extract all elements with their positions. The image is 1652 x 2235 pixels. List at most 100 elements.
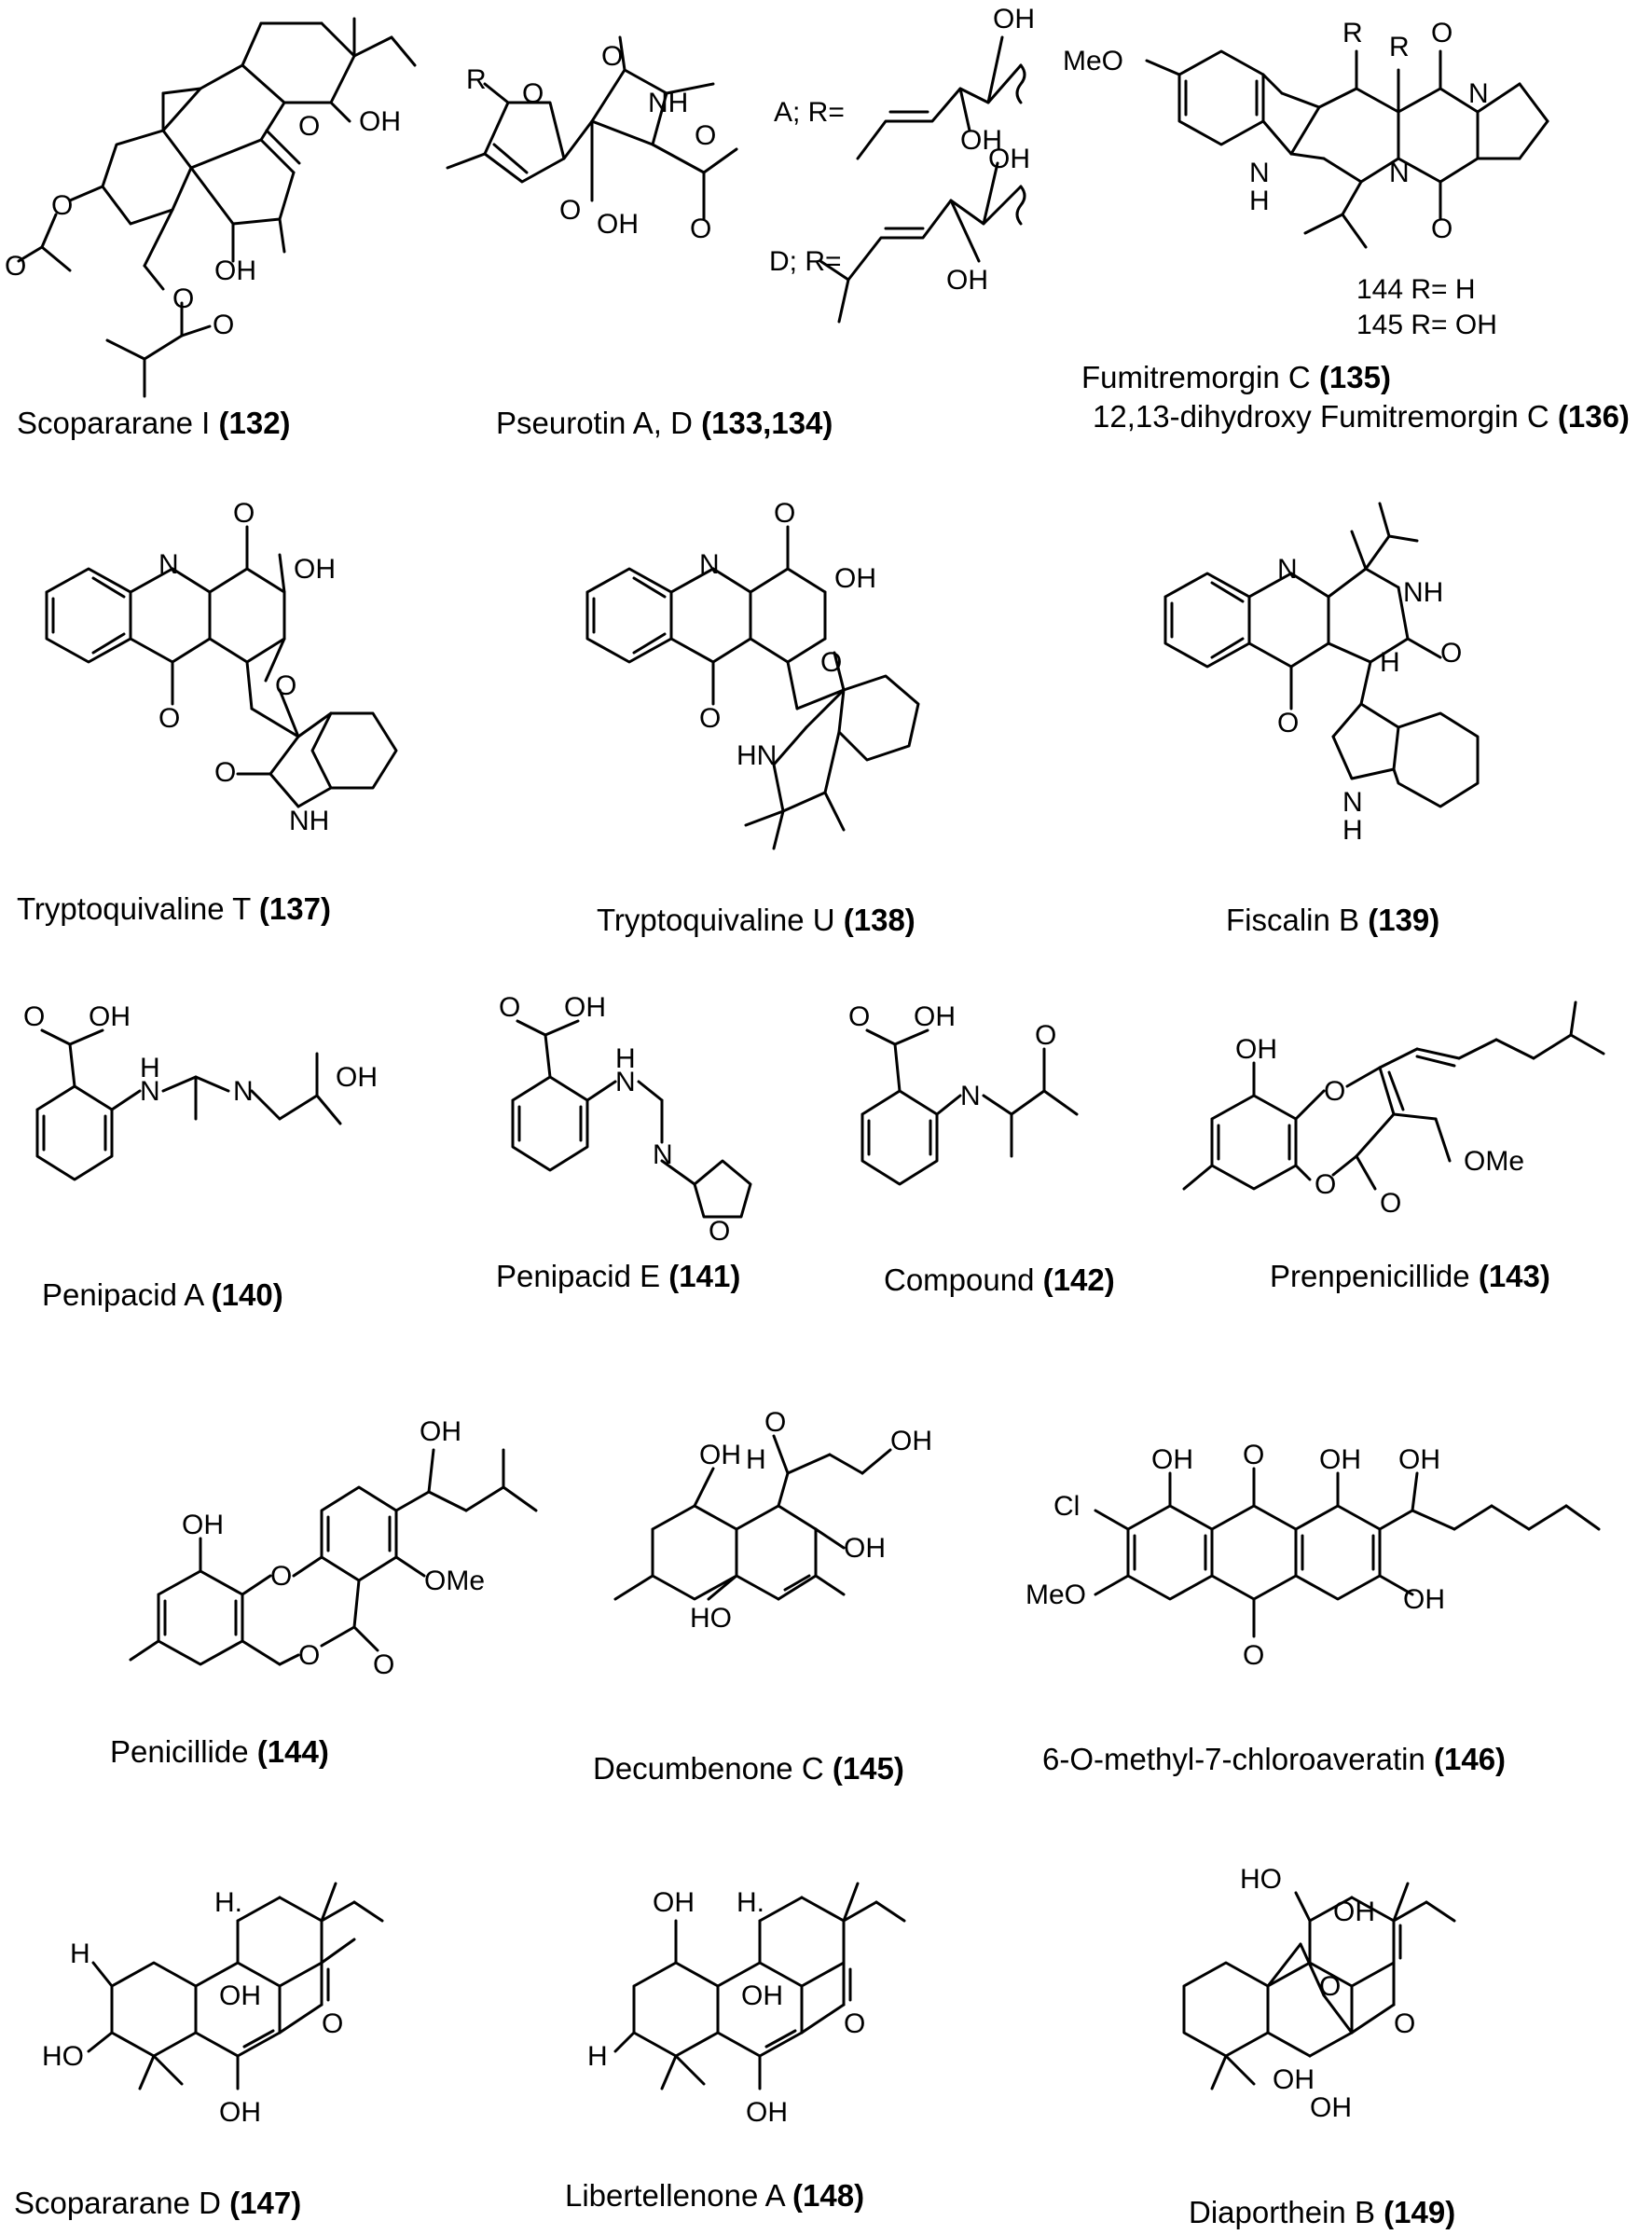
structure-148: OH H. OH H OH O: [587, 1882, 906, 2128]
svg-text:MeO: MeO: [1026, 1580, 1086, 1610]
structure-137: N O OH O O O NH: [45, 498, 398, 836]
svg-text:H: H: [1342, 815, 1363, 846]
svg-text:OH: OH: [294, 554, 336, 585]
caption-145-name: Decumbenone C: [593, 1751, 824, 1786]
caption-148: Libertellenone A (148): [565, 2180, 864, 2211]
caption-141-number: (141): [668, 1259, 741, 1293]
svg-text:OH: OH: [960, 125, 1002, 156]
caption-143-number: (143): [1478, 1259, 1550, 1293]
caption-141-name: Penipacid E: [496, 1259, 661, 1293]
svg-text:NH: NH: [1403, 577, 1443, 608]
fumitremorgin-r-note-1: 144 R= H: [1356, 274, 1476, 305]
svg-text:O: O: [1319, 1971, 1341, 2002]
caption-132: Scopararane I (132): [17, 407, 291, 438]
svg-text:OH: OH: [1151, 1444, 1193, 1475]
caption-148-number: (148): [792, 2178, 865, 2213]
svg-text:N: N: [653, 1139, 673, 1170]
oh-label: OH: [359, 106, 401, 137]
caption-137-name: Tryptoquivaline T: [17, 891, 251, 926]
svg-text:OH: OH: [653, 1887, 695, 1918]
pseurotin-d-label: D; R=: [769, 246, 842, 277]
svg-text:O: O: [601, 41, 623, 72]
svg-text:O: O: [1394, 2008, 1415, 2039]
caption-143-name: Prenpenicillide: [1270, 1259, 1470, 1293]
svg-text:O: O: [764, 1407, 786, 1438]
svg-text:OH: OH: [946, 265, 988, 296]
svg-text:H: H: [615, 1043, 636, 1074]
svg-text:O: O: [233, 498, 255, 529]
svg-text:OH: OH: [1333, 1897, 1375, 1927]
caption-132-name: Scopararane I: [17, 406, 211, 440]
caption-147: Scopararane D (147): [14, 2187, 301, 2218]
caption-146: 6-O-methyl-7-chloroaveratin (146): [1042, 1744, 1506, 1774]
svg-text:OMe: OMe: [1464, 1146, 1524, 1177]
svg-text:N: N: [960, 1081, 981, 1111]
caption-135-number: (135): [1318, 360, 1391, 394]
svg-text:O: O: [1431, 18, 1452, 48]
caption-137-number: (137): [258, 891, 331, 926]
svg-text:O: O: [1243, 1640, 1264, 1671]
caption-132-number: (132): [218, 406, 291, 440]
svg-text:OH: OH: [834, 563, 876, 594]
svg-text:OH: OH: [988, 144, 1030, 174]
caption-147-number: (147): [229, 2186, 302, 2220]
svg-text:OH: OH: [844, 1533, 886, 1564]
svg-text:O: O: [158, 703, 180, 734]
svg-text:OH: OH: [746, 2097, 788, 2128]
caption-133-name: Pseurotin A, D: [496, 406, 693, 440]
svg-text:O: O: [820, 647, 842, 678]
svg-text:OH: OH: [1273, 2064, 1315, 2095]
structure-140: O OH H N N OH: [23, 1001, 378, 1181]
svg-text:O: O: [522, 78, 544, 109]
structure-143: OH O O OMe O: [1182, 1000, 1605, 1219]
caption-136-name: 12,13-dihydroxy Fumitremorgin C: [1093, 399, 1549, 434]
svg-text:O: O: [1315, 1169, 1336, 1200]
caption-149: Diaporthein B (149): [1189, 2197, 1455, 2228]
caption-143: Prenpenicillide (143): [1270, 1261, 1550, 1291]
structure-138: N O OH O O HN: [585, 498, 920, 850]
caption-140: Penipacid A (140): [42, 1279, 283, 1310]
svg-text:O: O: [298, 1640, 320, 1671]
svg-text:N: N: [1342, 787, 1363, 818]
svg-text:OH: OH: [993, 4, 1035, 34]
svg-text:OH: OH: [420, 1416, 461, 1447]
caption-146-number: (146): [1433, 1742, 1507, 1776]
svg-text:HN: HN: [737, 740, 777, 771]
structure-147: H H. OH HO OH O: [42, 1882, 384, 2128]
svg-text:O: O: [5, 251, 26, 282]
svg-text:R: R: [1389, 32, 1410, 62]
structure-132: O OH O O OH O O: [5, 17, 417, 398]
svg-text:MeO: MeO: [1063, 46, 1123, 76]
svg-text:OH: OH: [564, 992, 606, 1023]
svg-text:Cl: Cl: [1053, 1491, 1080, 1522]
svg-text:HO: HO: [690, 1603, 732, 1634]
svg-text:O: O: [1324, 1076, 1345, 1107]
caption-142: Compound (142): [884, 1264, 1115, 1295]
caption-146-name: 6-O-methyl-7-chloroaveratin: [1042, 1742, 1425, 1776]
structure-142: O OH N O: [848, 1001, 1079, 1186]
caption-144-number: (144): [256, 1734, 329, 1769]
svg-text:O: O: [172, 283, 194, 314]
caption-142-name: Compound: [884, 1262, 1035, 1297]
svg-text:O: O: [709, 1216, 730, 1247]
svg-text:NH: NH: [648, 88, 688, 118]
svg-text:OH: OH: [214, 255, 256, 286]
svg-text:OH: OH: [1403, 1584, 1445, 1615]
svg-text:OH: OH: [1310, 2092, 1352, 2123]
caption-138: Tryptoquivaline U (138): [597, 904, 915, 935]
fumitremorgin-r-note-2: 145 R= OH: [1356, 310, 1497, 340]
svg-text:O: O: [1431, 214, 1452, 244]
caption-137: Tryptoquivaline T (137): [17, 893, 331, 924]
svg-text:O: O: [774, 498, 795, 529]
caption-148-name: Libertellenone A: [565, 2178, 784, 2213]
svg-text:R: R: [466, 64, 487, 95]
svg-text:O: O: [695, 120, 716, 151]
structure-149: HO OH O O OH OH: [1182, 1864, 1456, 2123]
caption-139-number: (139): [1368, 903, 1440, 937]
svg-text:O: O: [699, 703, 721, 734]
structure-135-136: MeO N H R R O O N N: [1063, 18, 1549, 249]
caption-149-name: Diaporthein B: [1189, 2195, 1375, 2229]
svg-text:O: O: [214, 757, 236, 788]
svg-text:OH: OH: [182, 1510, 224, 1540]
svg-text:N: N: [699, 549, 720, 580]
